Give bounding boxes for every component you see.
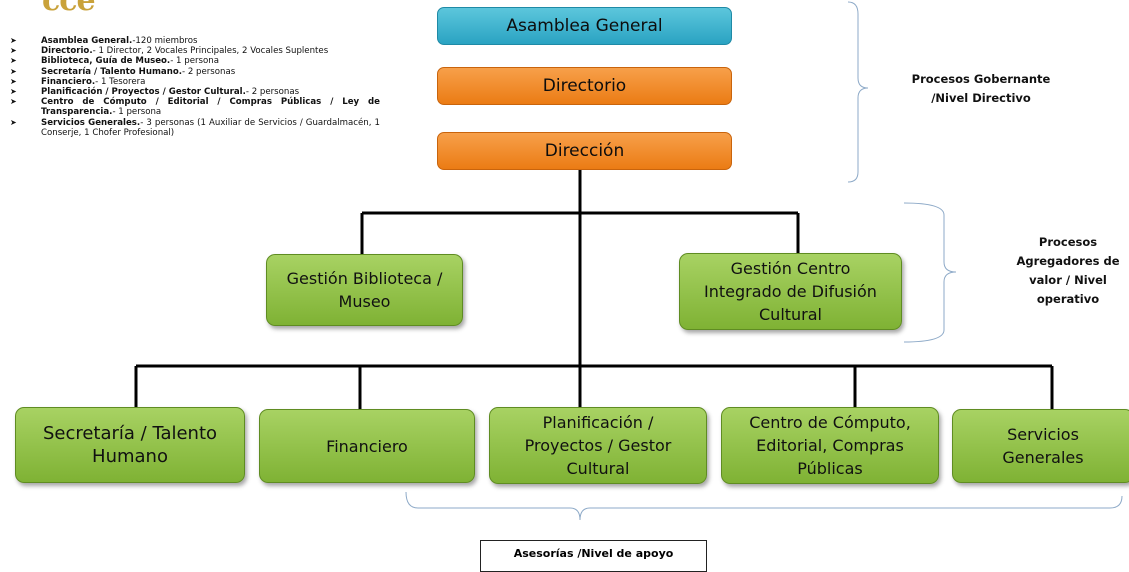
arrow-bullet-icon: ➤ [10, 66, 17, 76]
legend-item: ➤Servicios Generales.- 3 personas (1 Aux… [10, 117, 380, 138]
node-asamblea-general: Asamblea General [437, 7, 732, 45]
node-financiero: Financiero [259, 409, 475, 483]
node-gestion-difusion: Gestión Centro Integrado de Difusión Cul… [679, 253, 902, 330]
node-centro-computo: Centro de Cómputo, Editorial, Compras Pú… [721, 407, 939, 484]
arrow-bullet-icon: ➤ [10, 36, 17, 45]
arrow-bullet-icon: ➤ [10, 76, 17, 86]
label-procesos-gobernante: Procesos Gobernante /Nivel Directivo [911, 72, 1051, 105]
legend-item: ➤Biblioteca, Guía de Museo.- 1 persona [10, 56, 219, 67]
legend-item: ➤Centro de Cómputo / Editorial / Compras… [10, 97, 380, 118]
arrow-bullet-icon: ➤ [10, 117, 17, 127]
node-direccion: Dirección [437, 132, 732, 170]
legend-item: ➤Asamblea General.-120 miembros [10, 36, 198, 46]
staff-legend: ➤Asamblea General.-120 miembros ➤Directo… [8, 36, 380, 138]
bracket-agregadores [903, 202, 957, 343]
node-servicios-generales: Servicios Generales [952, 409, 1129, 483]
label-procesos-agregadores: Procesos Agregadores de valor / Nivel op… [1016, 235, 1120, 306]
arrow-bullet-icon: ➤ [10, 46, 17, 56]
bracket-apoyo [405, 491, 1123, 521]
legend-item: ➤Directorio.- 1 Director, 2 Vocales Prin… [10, 46, 329, 57]
bracket-gobernante [847, 1, 869, 183]
node-directorio: Directorio [437, 67, 732, 105]
label-asesorias-apoyo: Asesorías /Nivel de apoyo [480, 540, 707, 572]
node-gestion-biblioteca: Gestión Biblioteca / Museo [266, 254, 463, 326]
node-secretaria: Secretaría / Talento Humano [15, 407, 245, 483]
arrow-bullet-icon: ➤ [10, 56, 17, 66]
arrow-bullet-icon: ➤ [10, 87, 17, 97]
node-planificacion: Planificación / Proyectos / Gestor Cultu… [489, 407, 707, 484]
cce-logo: cce [42, 0, 96, 18]
legend-item: ➤Secretaría / Talento Humano.- 2 persona… [10, 66, 236, 77]
legend-item: ➤Financiero.- 1 Tesorera [10, 76, 146, 87]
arrow-bullet-icon: ➤ [10, 97, 17, 107]
legend-item: ➤Planificación / Proyectos / Gestor Cult… [10, 87, 300, 98]
